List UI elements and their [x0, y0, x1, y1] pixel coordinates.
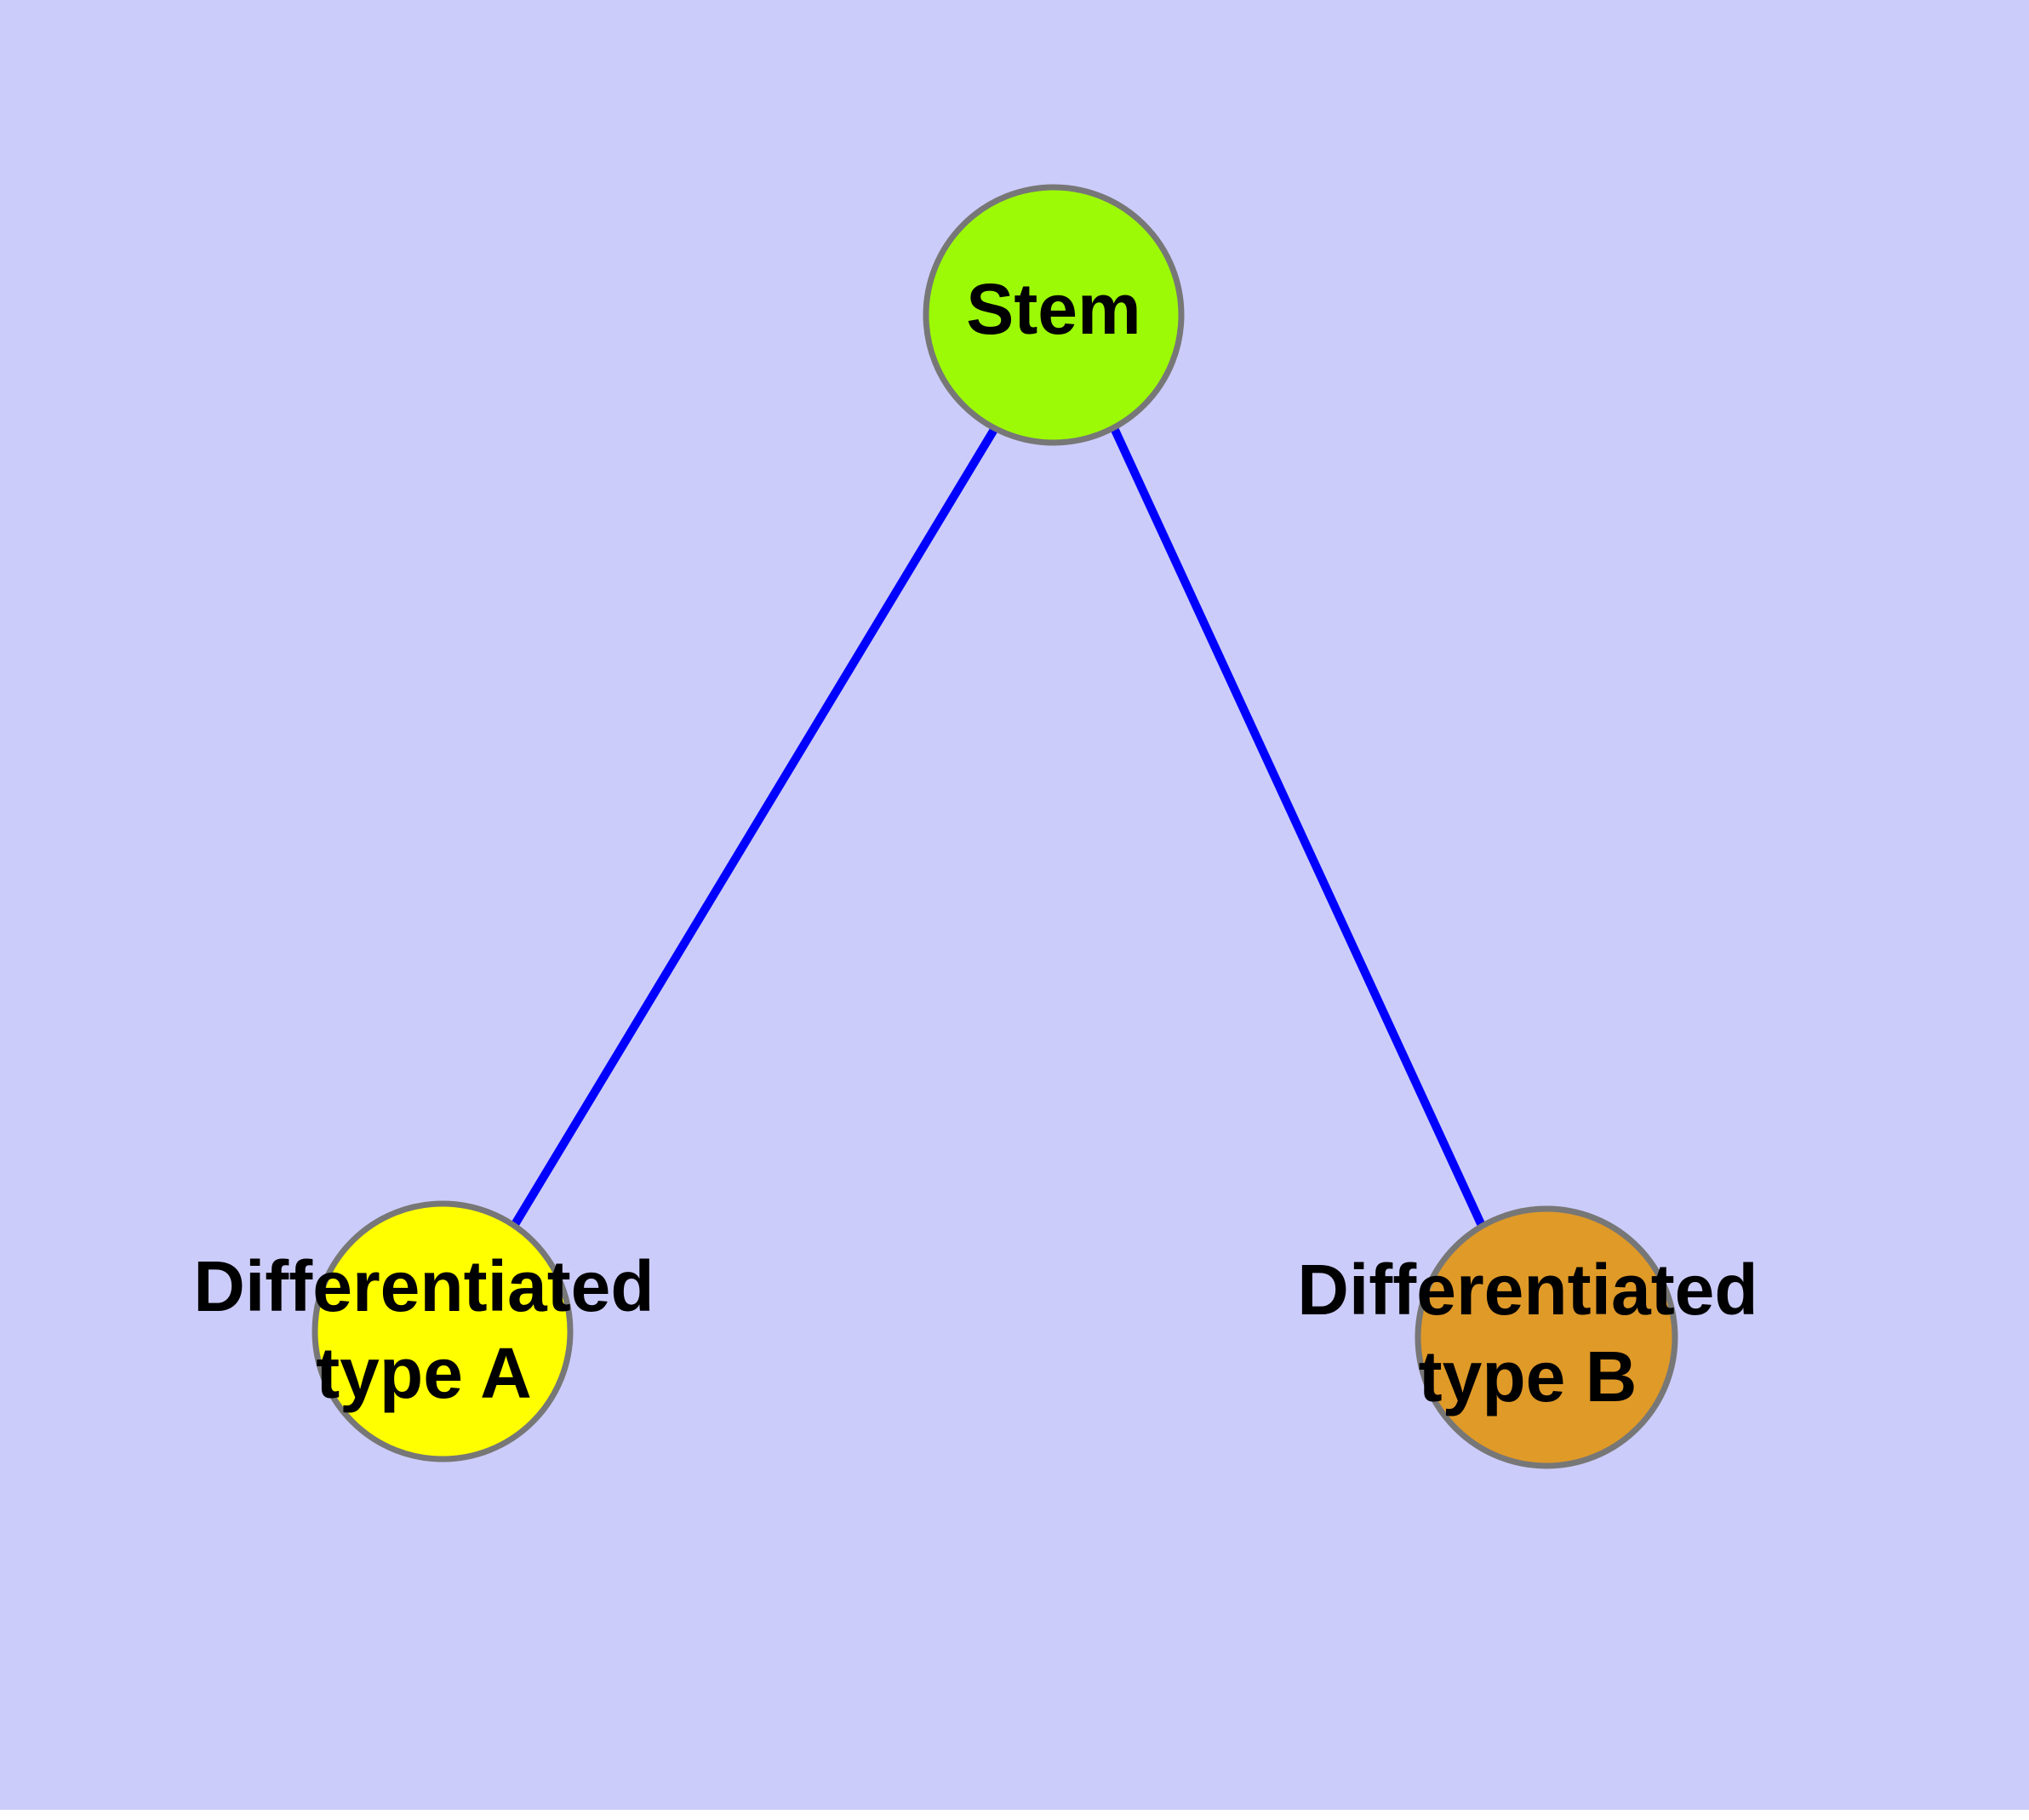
node-stem-circle[interactable] — [923, 184, 1185, 446]
node-differentiated-type-a-label-line1: Differentiated — [193, 1246, 654, 1326]
edge-stem-to-differentiated-type-b[interactable] — [1111, 427, 1487, 1230]
node-differentiated-type-b-circle[interactable] — [1415, 1205, 1678, 1469]
node-differentiated-type-a-circle[interactable] — [311, 1200, 574, 1462]
node-stem-label: Stem — [966, 269, 1140, 349]
node-differentiated-type-a[interactable] — [311, 1200, 574, 1462]
edge-stem-to-differentiated-type-a[interactable] — [510, 426, 999, 1228]
node-differentiated-type-a-label-line2: type A — [316, 1333, 532, 1413]
edge-group — [510, 426, 1487, 1230]
node-differentiated-type-b-label-line2: type B — [1419, 1336, 1637, 1417]
label-group: Stem Differentiated type A Differentiate… — [193, 269, 1758, 1417]
node-differentiated-type-b[interactable] — [1415, 1205, 1678, 1469]
node-stem[interactable] — [923, 184, 1185, 446]
node-differentiated-type-b-label-line1: Differentiated — [1297, 1250, 1758, 1330]
node-group — [311, 184, 1678, 1469]
